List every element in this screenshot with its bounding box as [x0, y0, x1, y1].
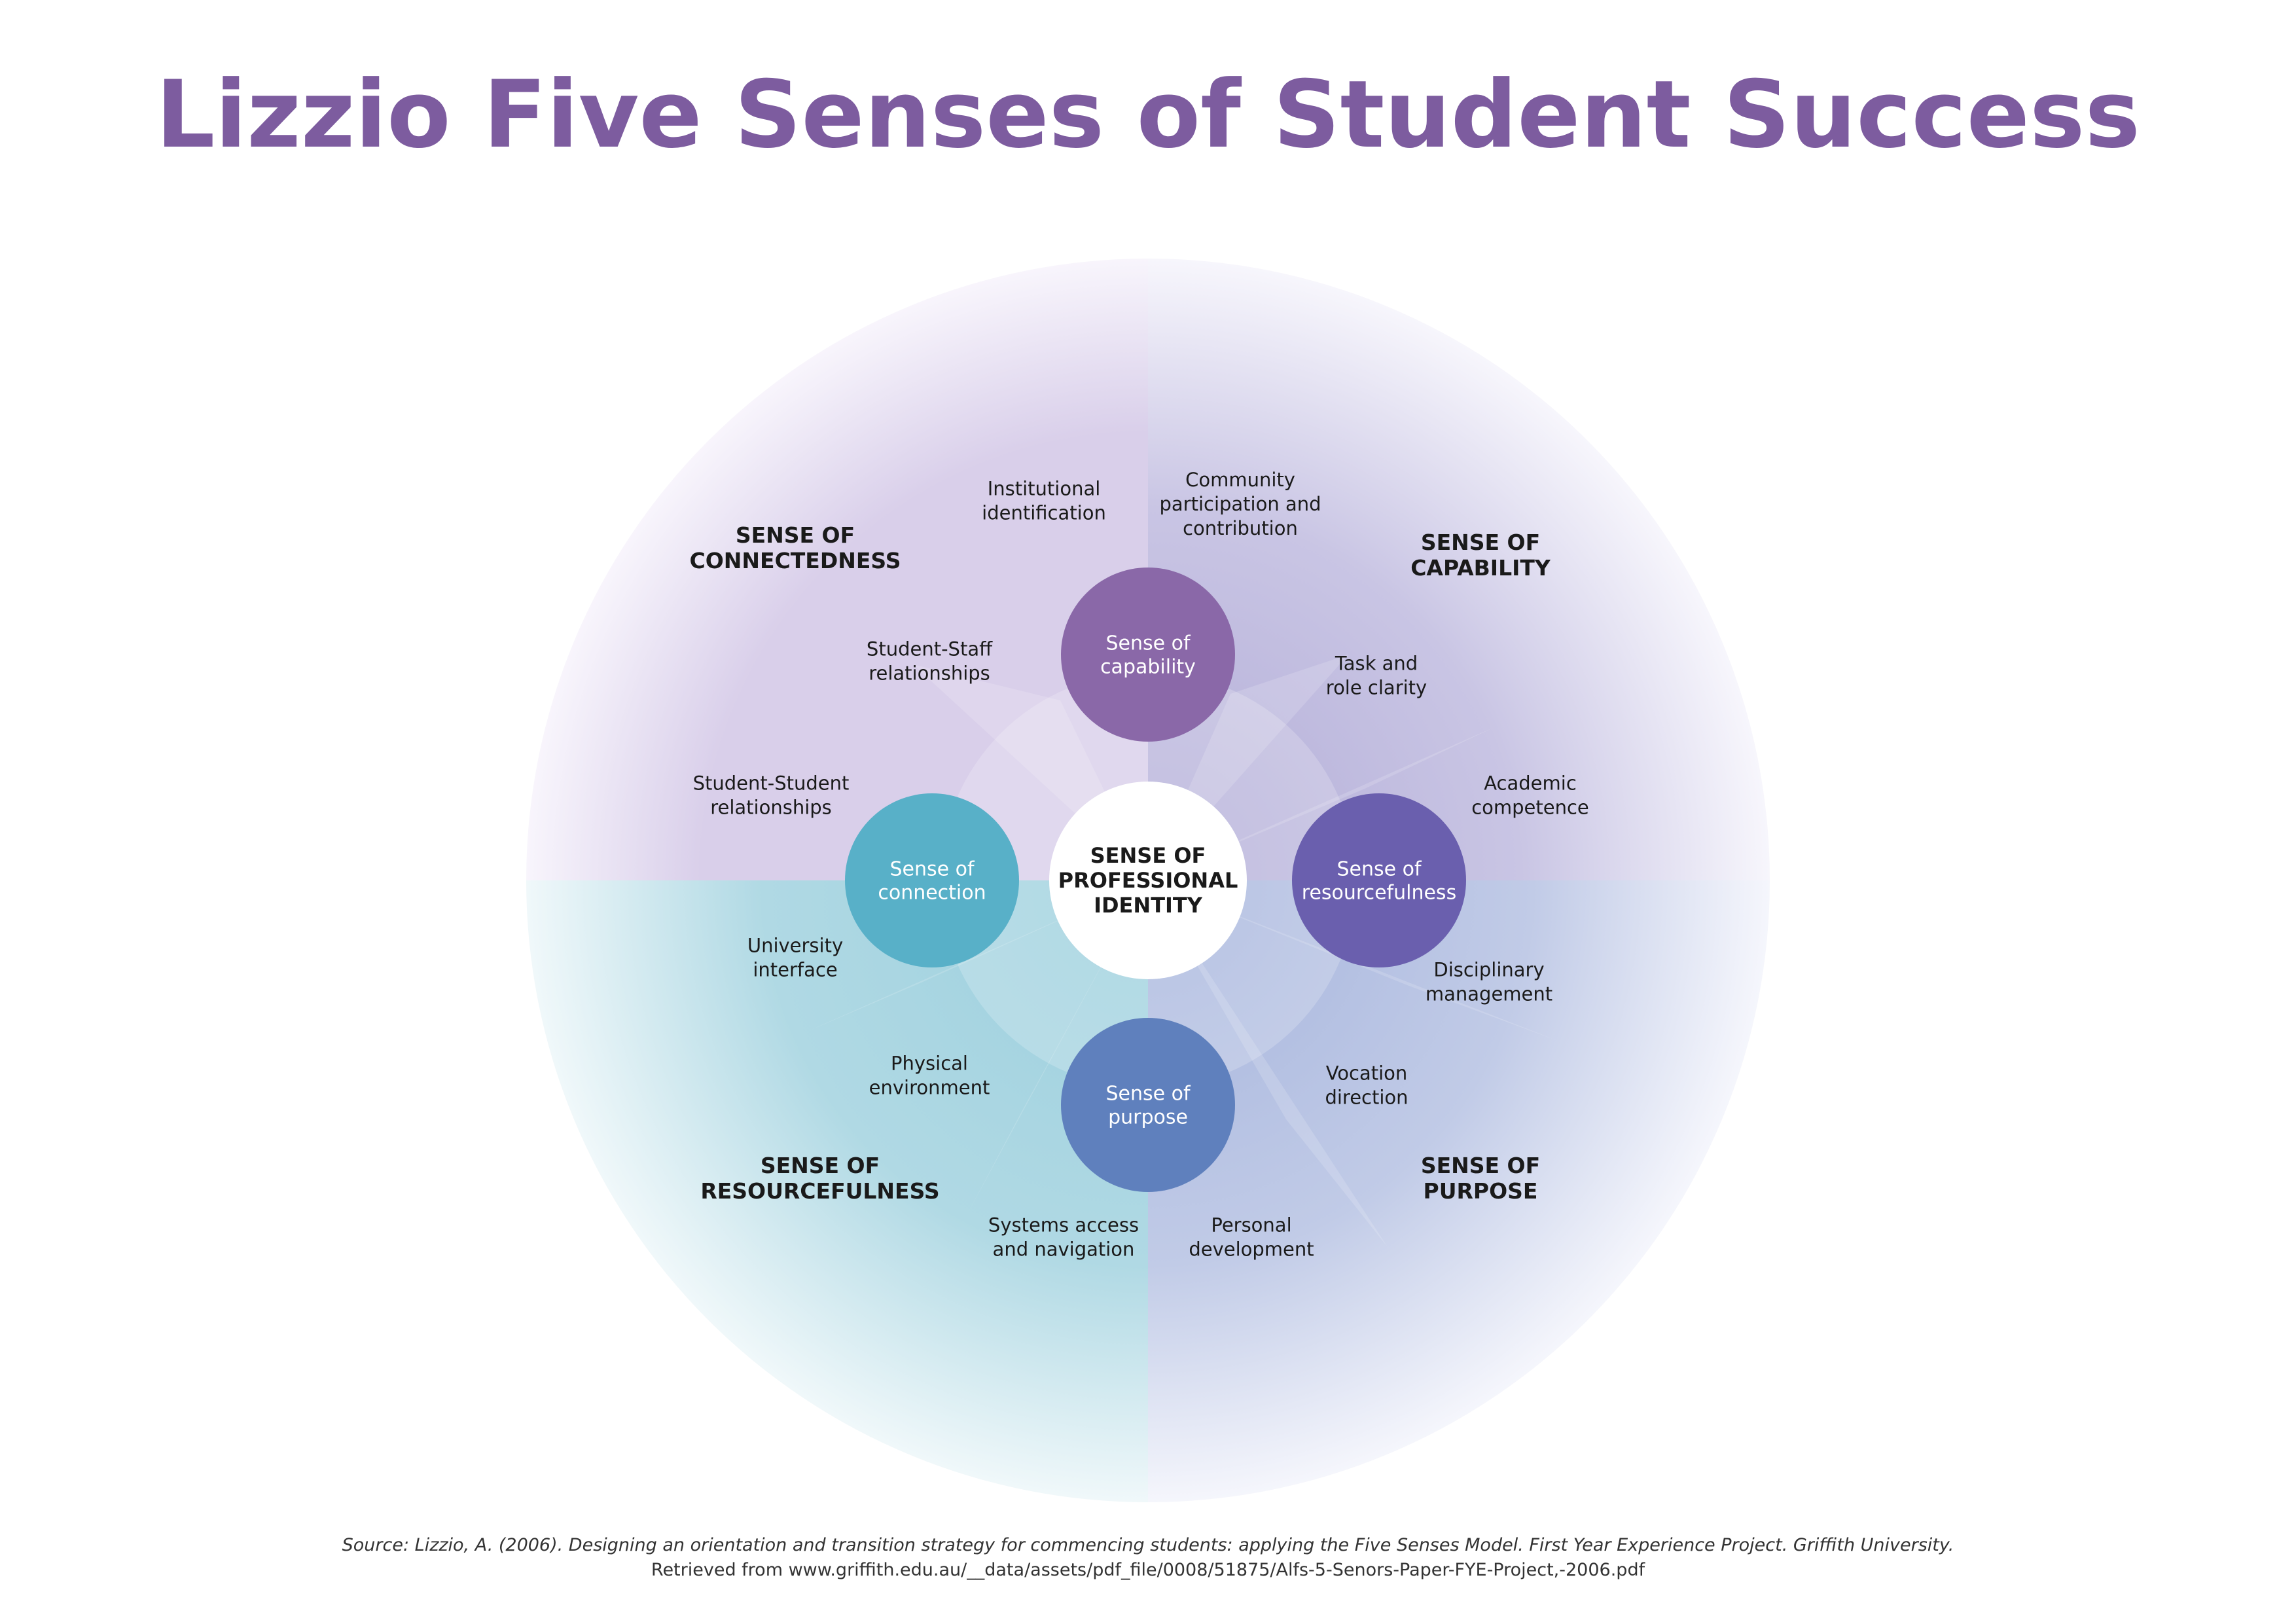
factor-student-staff-line: Student-Staff — [867, 638, 993, 660]
factor-disciplinary-line: management — [1426, 983, 1552, 1005]
sense-circles — [845, 568, 1466, 1192]
quadrant-label-resourcefulness-line: RESOURCEFULNESS — [700, 1178, 939, 1204]
factor-institutional-line: Institutional — [988, 478, 1101, 500]
sense-circle-purpose-label-line: Sense of — [1105, 1083, 1191, 1106]
center-label-line: SENSE OF — [1090, 843, 1206, 868]
sense-circle-resourcefulness — [1292, 793, 1466, 967]
sense-circle-capability-label-line: capability — [1100, 656, 1196, 679]
quadrant-label-purpose-line: SENSE OF — [1421, 1153, 1540, 1178]
center-label-line: PROFESSIONAL — [1058, 868, 1238, 893]
factor-community-line: Community — [1185, 469, 1295, 491]
factor-student-student-line: Student-Student — [693, 772, 850, 795]
factor-task-line: Task and — [1335, 653, 1418, 675]
source-citation: Source: Lizzio, A. (2006). Designing an … — [0, 1533, 2296, 1583]
center-label-line: IDENTITY — [1094, 893, 1203, 918]
source-line-1: Source: Lizzio, A. (2006). Designing an … — [342, 1535, 1954, 1555]
factor-community-line: contribution — [1183, 517, 1298, 539]
factor-personal-line: development — [1189, 1238, 1314, 1261]
quadrant-label-connectedness-line: SENSE OF — [736, 522, 855, 548]
factor-academic-line: Academic — [1484, 772, 1577, 795]
factor-personal-line: Personal — [1211, 1214, 1291, 1236]
factor-physical-line: environment — [869, 1077, 990, 1099]
sense-circle-purpose — [1061, 1018, 1235, 1192]
quadrant-label-connectedness-line: CONNECTEDNESS — [690, 548, 901, 573]
quadrant-label-capability-line: SENSE OF — [1421, 530, 1540, 555]
factor-physical-line: Physical — [891, 1053, 968, 1075]
sense-circle-connection-label-line: Sense of — [889, 858, 975, 881]
factor-community-line: participation and — [1159, 493, 1321, 515]
quadrant-purpose — [1148, 880, 1770, 1502]
quadrant-capability — [1148, 259, 1770, 880]
factor-vocation-line: Vocation — [1326, 1062, 1408, 1085]
page-title: Lizzio Five Senses of Student Success — [156, 61, 2140, 169]
quadrant-label-resourcefulness-line: SENSE OF — [761, 1153, 880, 1178]
factor-systems-line: Systems access — [988, 1214, 1139, 1236]
factor-academic-line: competence — [1471, 797, 1589, 819]
quadrant-label-purpose-line: PURPOSE — [1424, 1178, 1538, 1204]
quadrant-connectedness — [526, 259, 1148, 880]
factor-university-line: interface — [753, 959, 837, 981]
factor-vocation-line: direction — [1325, 1087, 1408, 1109]
factor-university-line: University — [747, 935, 843, 957]
center-circle — [1049, 782, 1247, 979]
sense-circle-connection — [845, 793, 1019, 967]
factor-student-staff-line: relationships — [869, 662, 990, 685]
sense-circle-capability — [1061, 568, 1235, 742]
factor-disciplinary-line: Disciplinary — [1433, 959, 1544, 981]
sense-circle-capability-label-line: Sense of — [1105, 632, 1191, 655]
factor-institutional-line: identification — [982, 502, 1106, 524]
quadrant-resourcefulness — [526, 880, 1148, 1502]
sense-circle-purpose-label-line: purpose — [1108, 1106, 1188, 1129]
sense-circle-resourcefulness-label-line: resourcefulness — [1302, 882, 1456, 905]
sense-circle-resourcefulness-label-line: Sense of — [1336, 858, 1422, 881]
factor-student-student-line: relationships — [710, 797, 832, 819]
quadrant-label-capability-line: CAPABILITY — [1410, 555, 1551, 581]
source-line-2: Retrieved from www.griffith.edu.au/__dat… — [651, 1560, 1645, 1580]
factor-task-line: role clarity — [1326, 677, 1427, 699]
factor-systems-line: and navigation — [993, 1238, 1135, 1261]
sense-circle-connection-label-line: connection — [878, 882, 986, 905]
